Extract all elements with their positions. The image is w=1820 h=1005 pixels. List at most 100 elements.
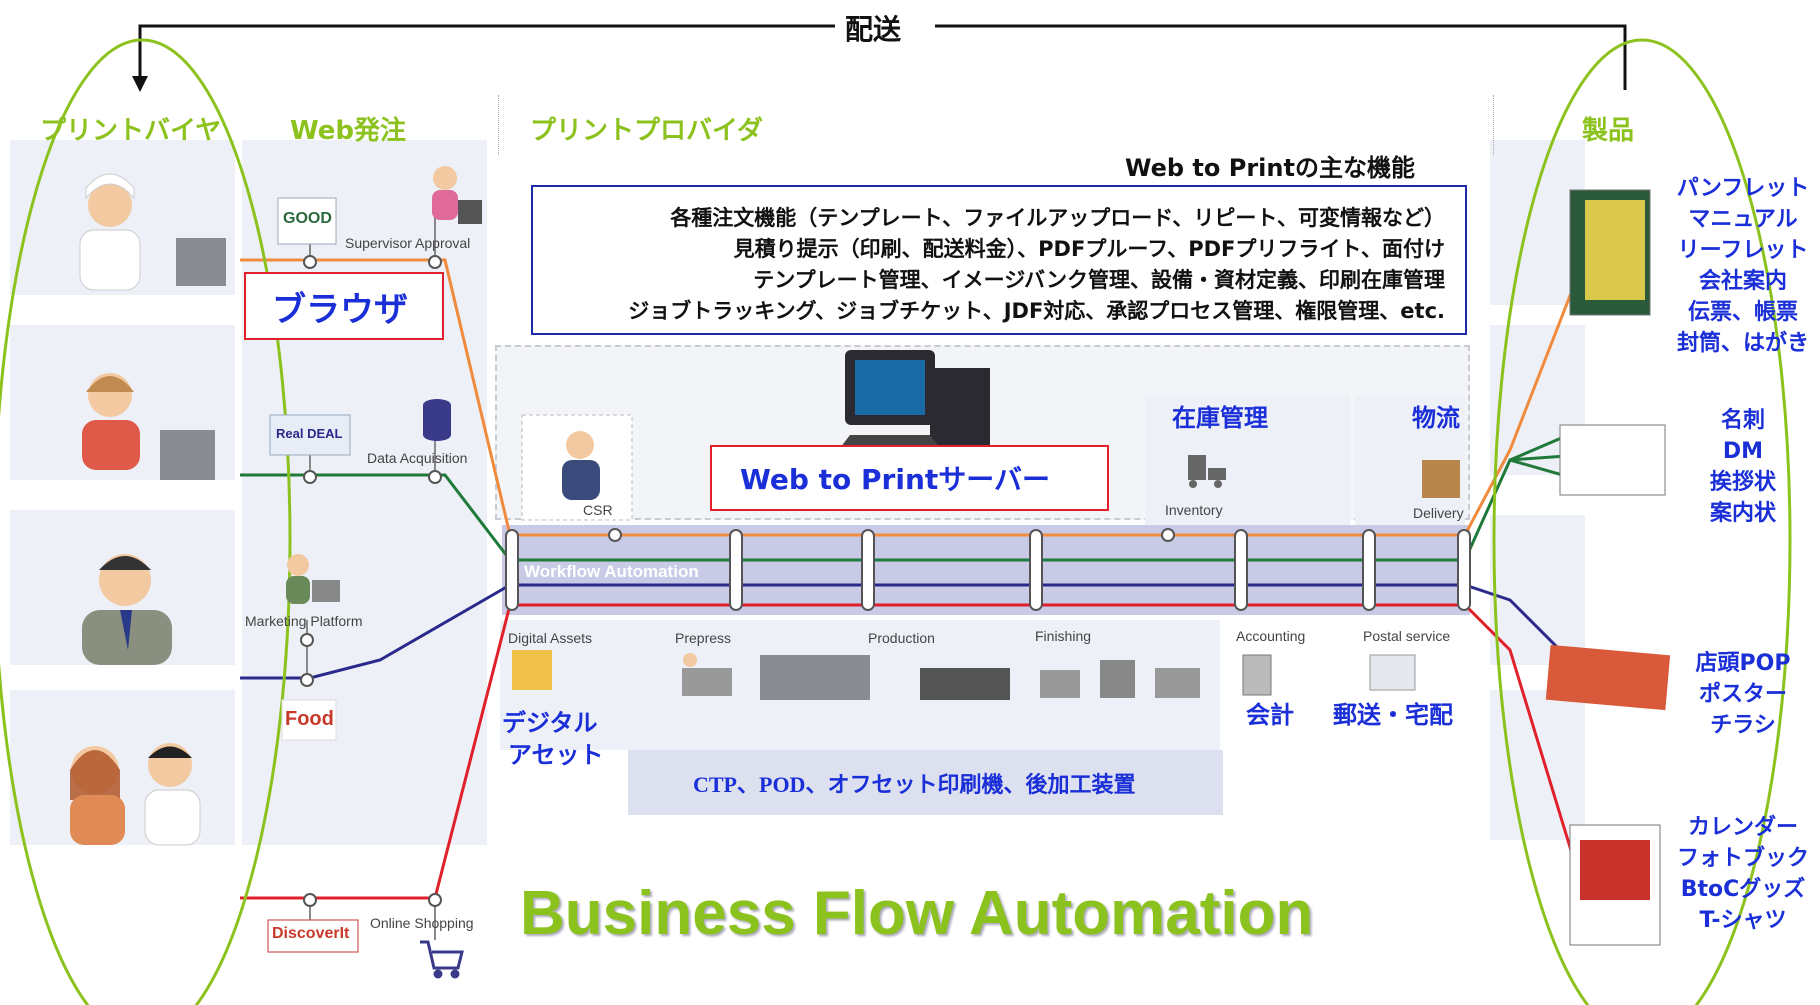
database-icon [423, 399, 451, 441]
product-item: T-シャツ [1699, 908, 1787, 933]
stage-finishing: Finishing [1035, 628, 1092, 644]
product-panel-4 [1490, 690, 1585, 840]
equipment-panel [628, 750, 1223, 815]
postal-jp: 郵送・宅配 [1333, 701, 1453, 729]
logistics-title: 物流 [1412, 404, 1460, 432]
product-item: リーフレット [1677, 238, 1809, 263]
inventory-title: 在庫管理 [1172, 404, 1268, 432]
folder-icon [512, 650, 552, 690]
inventory-box [1145, 395, 1350, 525]
server-label: Web to Printサーバー [740, 463, 1051, 496]
delivery-caption: Delivery [1413, 505, 1464, 521]
feature-line-1: 各種注文機能（テンプレート、ファイルアップロード、リピート、可変情報など） [670, 206, 1445, 230]
prepress-icon [682, 653, 732, 696]
finishing-icon-3 [1155, 668, 1200, 698]
product-item: パンフレット [1676, 176, 1810, 201]
feature-line-4: ジョブトラッキング、ジョブチケット、JDF対応、承認プロセス管理、権限管理、et… [628, 299, 1445, 323]
business-card-image [1559, 424, 1666, 496]
product-item: DM [1722, 439, 1764, 464]
business-flow-title: Business Flow Automation [520, 879, 1314, 948]
calendar-photo [1580, 840, 1650, 900]
connector-nodes [300, 255, 1175, 907]
workflow-posts [505, 529, 1471, 611]
product-oval [1492, 38, 1792, 1005]
features-box: 各種注文機能（テンプレート、ファイルアップロード、リピート、可変情報など） 見積… [531, 185, 1467, 335]
food-logo: Food [285, 708, 334, 730]
shopping-cart-icon [420, 940, 464, 979]
digital-assets-jp-1: デジタル [502, 709, 598, 737]
product-item: 伝票、帳票 [1687, 300, 1798, 325]
product-panel-1 [1490, 140, 1585, 305]
discover-logo-box [267, 919, 359, 953]
buyer-woman-figure [82, 373, 215, 480]
product-item: 名刺 [1720, 408, 1765, 433]
digital-assets-jp-2: アセット [508, 741, 604, 769]
feature-line-3: テンプレート管理、イメージバンク管理、設備・資材定義、印刷在庫管理 [753, 268, 1445, 292]
section-title-buyer: プリントバイヤ [40, 116, 222, 146]
server-box [710, 445, 1109, 511]
workflow-label: Workflow Automation [524, 562, 699, 581]
product-group-3: 店頭POP ポスター チラシ [1668, 648, 1818, 741]
server-computer-icon [840, 350, 990, 458]
discover-logo: DiscoverIt [272, 925, 350, 942]
real-deal-logo-box [269, 414, 351, 456]
product-item: ポスター [1698, 682, 1787, 707]
product-item: 案内状 [1709, 501, 1776, 526]
accounting-jp: 会計 [1246, 701, 1294, 729]
product-item: BtoCグッズ [1680, 877, 1806, 902]
production-press-icon [760, 655, 870, 700]
marketing-figure [286, 554, 340, 604]
features-title: Web to Printの主な機能 [1125, 154, 1415, 182]
product-item: 会社案内 [1698, 269, 1787, 294]
pop-image [1545, 644, 1671, 711]
buyer-nurse-figure [79, 173, 226, 291]
food-logo-box [281, 699, 337, 741]
stage-accounting: Accounting [1236, 628, 1306, 644]
online-shopping-caption: Online Shopping [370, 915, 474, 931]
product-item: カレンダー [1687, 815, 1798, 840]
feature-line-2: 見積り提示（印刷、配送料金）、PDFプルーフ、PDFプリフライト、面付け [733, 237, 1445, 261]
stage-prepress: Prepress [675, 630, 732, 646]
orange-flow-line [240, 258, 1582, 537]
delivery-arrowhead [132, 76, 148, 92]
product-item: 封筒、はがき [1676, 331, 1809, 356]
mail-icon [1369, 654, 1416, 691]
product-group-4: カレンダー フォトブック BtoCグッズ T-シャツ [1668, 812, 1818, 936]
product-item: チラシ [1710, 713, 1776, 738]
supervisor-figure [432, 166, 482, 224]
good-logo: GOOD [283, 210, 332, 227]
good-logo-box [277, 197, 337, 245]
stage-postal: Postal service [1363, 628, 1451, 644]
buyer-couple-figure [70, 743, 201, 846]
forklift-icon [1188, 455, 1226, 488]
pamphlet-image-inner [1585, 200, 1645, 300]
stage-production: Production [868, 630, 935, 646]
section-title-web-order: Web発注 [290, 116, 406, 146]
marketing-platform-caption: Marketing Platform [245, 613, 363, 629]
browser-box [244, 272, 444, 340]
csr-caption: CSR [583, 502, 613, 518]
product-item: 店頭POP [1695, 651, 1791, 676]
product-item: マニュアル [1688, 207, 1798, 232]
real-deal-logo: Real DEAL [276, 426, 343, 441]
finishing-icon-1 [1040, 670, 1080, 698]
calculator-icon [1242, 654, 1272, 696]
csr-figure [562, 431, 600, 500]
inventory-caption: Inventory [1165, 502, 1223, 518]
section-title-provider: プリントプロバイダ [530, 116, 763, 146]
divider-2 [1493, 95, 1494, 155]
finishing-icon-2 [1100, 660, 1135, 698]
equipment-label: CTP、POD、オフセット印刷機、後加工装置 [693, 772, 1136, 797]
production-printer-icon [920, 668, 1010, 700]
divider-1 [498, 95, 499, 155]
buyer-oval [0, 38, 292, 1005]
package-icon [1422, 460, 1460, 498]
workflow-band [502, 525, 1470, 615]
delivery-bracket [138, 24, 1627, 90]
delivery-label: 配送 [845, 13, 902, 46]
supervisor-approval-caption: Supervisor Approval [345, 235, 471, 251]
product-item: 挨拶状 [1709, 470, 1776, 495]
browser-label: ブラウザ [272, 290, 408, 330]
product-item: フォトブック [1676, 846, 1809, 871]
